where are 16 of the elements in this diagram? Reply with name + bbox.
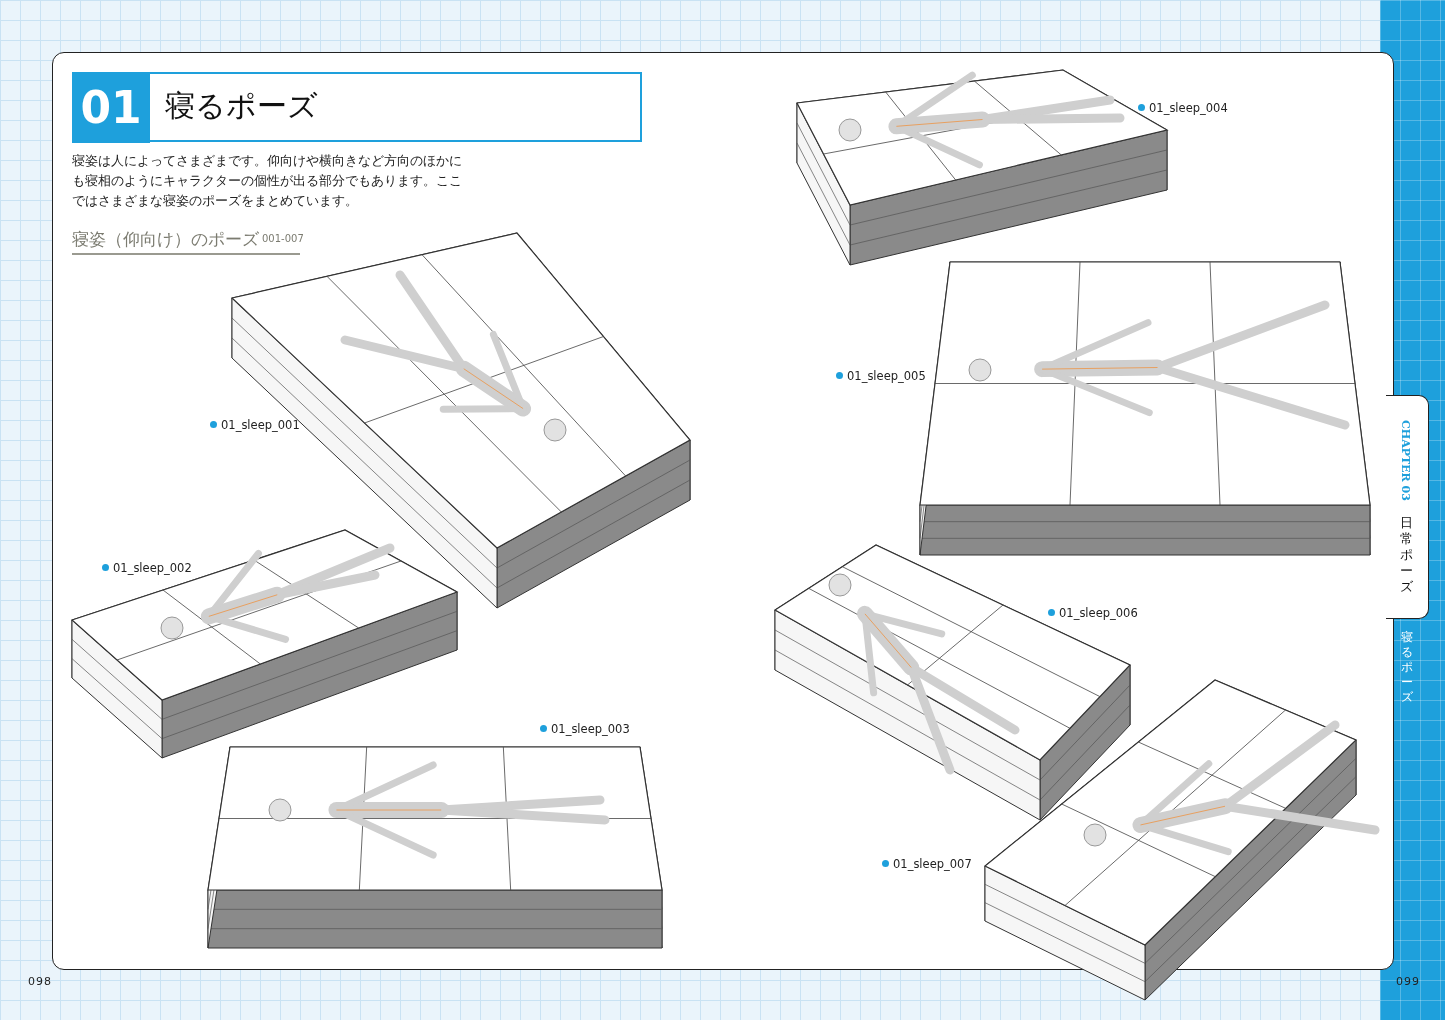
pose-range: 001-007 bbox=[262, 233, 304, 244]
pose-label: 01_sleep_005 bbox=[836, 369, 926, 383]
pose-label: 01_sleep_002 bbox=[102, 561, 192, 575]
page-title: 寝るポーズ bbox=[165, 87, 318, 125]
chapter-title: 日常ポーズ bbox=[1400, 515, 1414, 595]
pose-label: 01_sleep_003 bbox=[540, 722, 630, 736]
page-number: 099 bbox=[1396, 975, 1420, 988]
pose-label: 01_sleep_007 bbox=[882, 857, 972, 871]
intro-paragraph: 寝姿は人によってさまざまです。仰向けや横向きなど方向のほかにも寝相のようにキャラクターの個性が出る部分でもあります。ここではさまざまな寝姿のポーズをまとめています。 bbox=[72, 152, 463, 210]
section-number: 01 bbox=[72, 72, 150, 143]
chapter-label: CHAPTER 03 bbox=[1399, 420, 1412, 501]
pose-label: 01_sleep_001 bbox=[210, 418, 300, 432]
pose-label: 01_sleep_006 bbox=[1048, 606, 1138, 620]
pose-label: 01_sleep_004 bbox=[1138, 101, 1228, 115]
page-number: 098 bbox=[28, 975, 52, 988]
section-tab-label: 寝るポーズ bbox=[1401, 630, 1414, 705]
